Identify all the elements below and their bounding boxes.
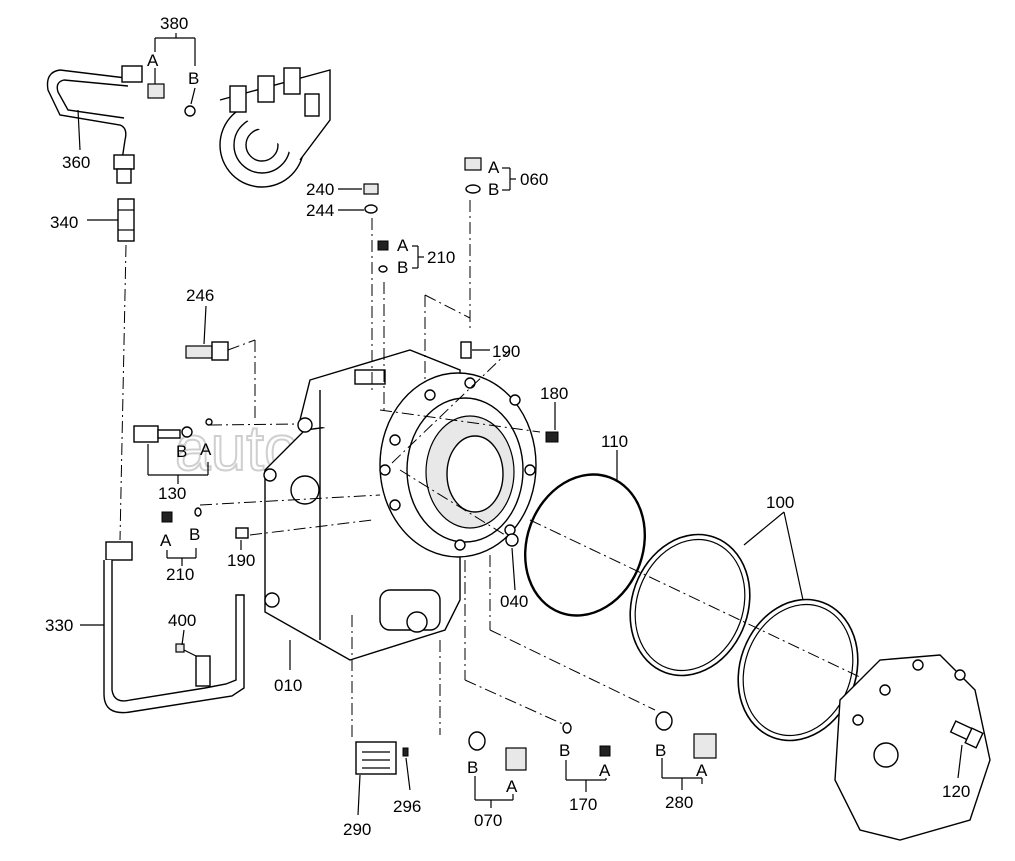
label-210-left-a: A <box>160 531 172 550</box>
plug-170 <box>562 722 611 757</box>
label-170-b: B <box>559 741 570 760</box>
axis-line-040 <box>399 469 506 536</box>
o-ring-110 <box>523 473 647 617</box>
plug-040 <box>505 533 519 547</box>
plug-070 <box>468 731 527 771</box>
label-210-left-b: B <box>189 525 200 544</box>
label-060-b: B <box>488 180 499 199</box>
plug-180 <box>545 431 559 443</box>
label-296: 296 <box>393 797 421 816</box>
label-170: 170 <box>569 795 597 814</box>
label-380-b: B <box>188 69 199 88</box>
label-280: 280 <box>665 793 693 812</box>
bolt-400 <box>175 643 197 657</box>
breather-190-left <box>235 527 249 539</box>
label-290: 290 <box>343 820 371 839</box>
label-070: 070 <box>474 811 502 830</box>
stud-340 <box>117 198 135 242</box>
label-330: 330 <box>45 616 73 635</box>
plug-210-top <box>377 240 389 273</box>
bolt-120 <box>949 720 984 749</box>
pipe-360 <box>46 65 143 184</box>
label-240: 240 <box>306 180 334 199</box>
axis-line-170-b <box>464 679 566 726</box>
label-010: 010 <box>274 676 302 695</box>
label-210-left: 210 <box>166 565 194 584</box>
leaders <box>77 33 963 816</box>
axis-line-280-b <box>489 629 656 711</box>
axis-line-rings <box>529 519 951 721</box>
cover-plate <box>834 654 991 841</box>
label-130: 130 <box>158 484 186 503</box>
axis-line-210-left <box>199 494 381 506</box>
label-060-a: A <box>488 158 500 177</box>
bolt-130 <box>133 418 299 443</box>
label-360: 360 <box>62 153 90 172</box>
plug-280 <box>655 711 717 759</box>
label-190-left: 190 <box>227 551 255 570</box>
axis-line-190-left <box>249 519 373 536</box>
label-210-top-b: B <box>397 258 408 277</box>
plug-240 <box>363 183 379 195</box>
label-070-a: A <box>506 777 518 796</box>
breather-190-top <box>460 341 472 359</box>
label-180: 180 <box>540 384 568 403</box>
label-210-top-a: A <box>397 236 409 255</box>
washer-244 <box>364 204 378 214</box>
label-400: 400 <box>168 611 196 630</box>
ring-flange <box>379 372 537 558</box>
sensor-246 <box>185 339 256 420</box>
rivet-296 <box>402 747 409 757</box>
label-280-a: A <box>696 761 708 780</box>
plug-210-left <box>161 507 202 523</box>
label-380: 380 <box>160 14 188 33</box>
label-130-b: B <box>176 442 187 461</box>
label-170-a: A <box>599 761 611 780</box>
axis-line-180 <box>379 409 541 433</box>
label-110: 110 <box>601 432 628 451</box>
part-labels: 380 A B 360 340 246 240 244 A B 210 A B … <box>45 14 970 839</box>
label-070-b: B <box>467 758 478 777</box>
label-280-b: B <box>655 741 666 760</box>
axis-line-340 <box>119 244 127 541</box>
label-380-a: A <box>147 51 159 70</box>
label-100: 100 <box>766 493 794 512</box>
pipe-330 <box>103 541 245 714</box>
o-ring-100-a <box>629 533 751 677</box>
label-246: 246 <box>186 286 214 305</box>
label-190-top: 190 <box>492 342 520 361</box>
axis-line-060-b <box>424 294 471 319</box>
label-120: 120 <box>942 782 970 801</box>
plate-290 <box>355 741 397 775</box>
fitting-380 <box>147 83 196 117</box>
label-060: 060 <box>520 170 548 189</box>
pump-assembly <box>219 67 331 188</box>
label-244: 244 <box>306 201 334 220</box>
label-210-top: 210 <box>427 248 455 267</box>
label-130-a: A <box>200 440 212 459</box>
label-040: 040 <box>500 592 528 611</box>
label-340: 340 <box>50 213 78 232</box>
axis-line-190-top <box>391 349 511 464</box>
plug-060 <box>464 157 482 194</box>
